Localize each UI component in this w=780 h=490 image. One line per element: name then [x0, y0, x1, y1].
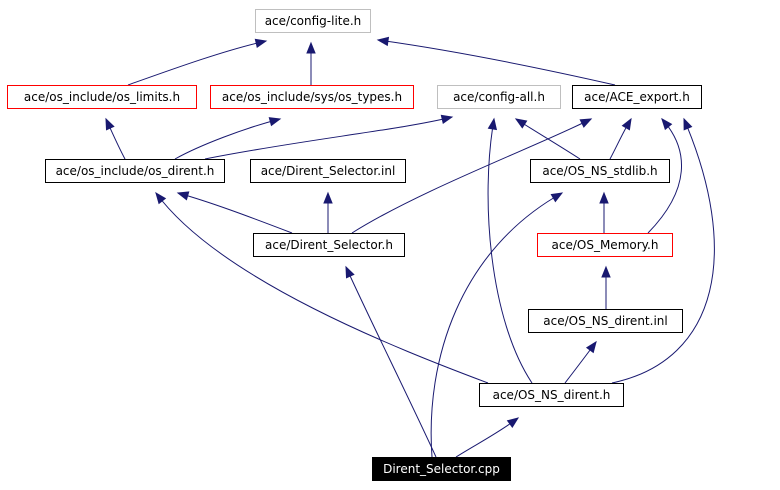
edge-ds-cpp-to-ns-dirent-h	[455, 417, 519, 458]
arrowhead-os-types-to-config-lite	[306, 41, 316, 54]
node-os-ns-dirent-h[interactable]: ace/OS_NS_dirent.h	[479, 383, 624, 407]
edge-ns-dirent-h-to-config-all	[487, 118, 533, 384]
arrowhead-ns-dirent-h-to-os-dirent	[155, 191, 167, 205]
arrowhead-ns-dirent-h-to-config-all	[487, 117, 498, 131]
arrowhead-os-limits-to-config-lite	[254, 38, 268, 48]
node-os-limits[interactable]: ace/os_include/os_limits.h	[7, 85, 197, 109]
edge-ns-dirent-h-to-os-dirent	[155, 192, 489, 384]
arrowhead-ace-export-to-config-lite	[376, 36, 390, 47]
edge-ds-h-to-ace-export	[351, 118, 592, 234]
node-os-types[interactable]: ace/os_include/sys/os_types.h	[210, 85, 414, 109]
arrowhead-os-memory-to-ns-stdlib	[599, 191, 609, 204]
arrowhead-ds-cpp-to-ns-stdlib	[550, 192, 564, 203]
edge-ds-cpp-to-ns-stdlib	[430, 192, 563, 458]
node-dirent-selector-cpp[interactable]: Dirent_Selector.cpp	[372, 457, 511, 481]
arrowhead-ds-h-to-os-dirent	[176, 191, 190, 201]
arrowhead-os-dirent-to-os-limits	[105, 117, 115, 131]
node-os-ns-dirent-inl[interactable]: ace/OS_NS_dirent.inl	[528, 309, 683, 333]
node-dirent-selector-inl[interactable]: ace/Dirent_Selector.inl	[250, 159, 406, 183]
arrowhead-ns-stdlib-to-config-all	[514, 118, 528, 129]
node-ace-export[interactable]: ace/ACE_export.h	[572, 85, 702, 109]
edge-ds-h-to-os-dirent	[177, 192, 293, 234]
edge-os-dirent-to-os-types	[174, 118, 281, 160]
arrowhead-ds-cpp-to-ds-h	[345, 265, 355, 279]
arrowhead-ns-dirent-inl-to-os-memory	[601, 265, 611, 278]
edge-os-dirent-to-config-all	[204, 116, 453, 160]
node-config-all[interactable]: ace/config-all.h	[437, 85, 561, 109]
node-os-memory[interactable]: ace/OS_Memory.h	[537, 233, 673, 257]
node-config-lite[interactable]: ace/config-lite.h	[255, 9, 371, 33]
edge-os-memory-to-ace-export	[647, 118, 682, 234]
arrowhead-ns-dirent-h-to-ns-dirent-inl	[585, 340, 597, 354]
node-dirent-selector-h[interactable]: ace/Dirent_Selector.h	[253, 233, 405, 257]
arrowhead-ds-h-to-ds-inl	[323, 191, 333, 204]
arrowhead-ds-cpp-to-ns-dirent-h	[506, 417, 520, 429]
edge-ds-cpp-to-ds-h	[345, 266, 437, 458]
arrowhead-ds-h-to-ace-export	[579, 118, 593, 128]
arrowhead-os-memory-to-ace-export	[661, 117, 673, 131]
node-os-dirent[interactable]: ace/os_include/os_dirent.h	[45, 159, 225, 183]
edge-os-limits-to-config-lite	[127, 40, 267, 86]
arrowhead-os-dirent-to-config-all	[440, 114, 454, 125]
arrowhead-ns-dirent-h-to-ace-export	[683, 117, 693, 131]
edge-ns-dirent-h-to-ace-export	[611, 118, 715, 384]
node-os-ns-stdlib[interactable]: ace/OS_NS_stdlib.h	[530, 159, 670, 183]
edge-ace-export-to-config-lite	[377, 39, 616, 86]
arrowhead-os-dirent-to-os-types	[268, 117, 282, 127]
arrowhead-ns-stdlib-to-ace-export	[621, 117, 632, 131]
